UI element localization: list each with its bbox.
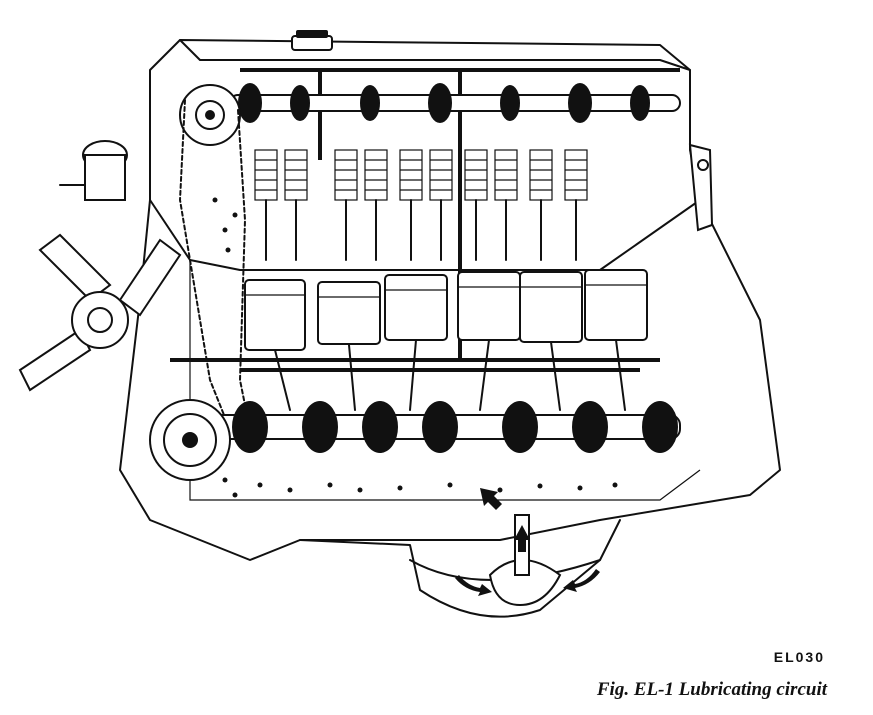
figure-caption: Fig. EL-1 Lubricating circuit xyxy=(596,679,827,700)
connecting-rods xyxy=(274,339,626,411)
engine-mount-bracket xyxy=(688,143,714,232)
pistons xyxy=(244,269,648,351)
valve-springs xyxy=(254,149,588,201)
oil-drips xyxy=(212,197,618,498)
oil-pan xyxy=(299,519,621,618)
engine-block xyxy=(119,39,781,561)
valve-stems xyxy=(265,199,577,261)
figure-reference-code: EL030 xyxy=(773,649,825,665)
timing-chain-sprocket xyxy=(179,84,251,431)
crank-pulley xyxy=(149,399,231,481)
oil-flow-arrows xyxy=(455,488,600,596)
oil-filler-cap xyxy=(291,30,333,51)
crankshaft xyxy=(179,401,681,453)
camshaft xyxy=(229,83,681,123)
cooling-fan xyxy=(18,233,182,392)
oil-breather xyxy=(59,140,128,201)
oil-strainer xyxy=(488,514,562,607)
